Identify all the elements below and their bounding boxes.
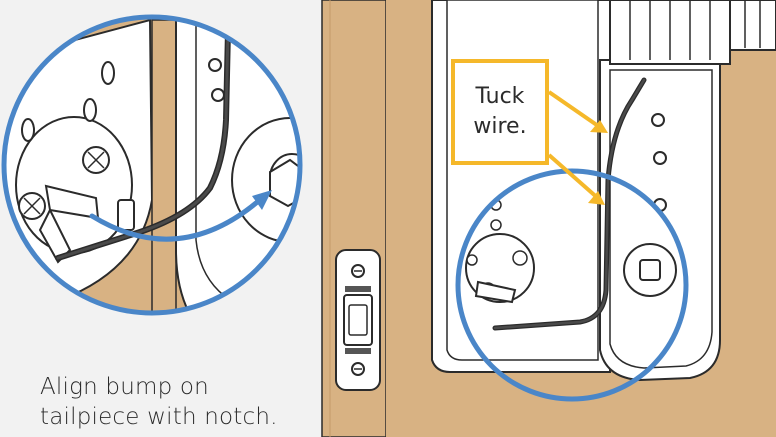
caption-line-1: Align bump on — [40, 372, 300, 402]
strike-plate-icon — [336, 250, 380, 390]
callout-line-1: Tuck — [476, 82, 525, 112]
tuck-wire-callout: Tuck wire. — [451, 59, 549, 165]
caption-line-2: tailpiece with notch. — [40, 402, 300, 432]
callout-line-2: wire. — [473, 112, 526, 142]
instruction-caption: Align bump on tailpiece with notch. — [40, 372, 300, 432]
